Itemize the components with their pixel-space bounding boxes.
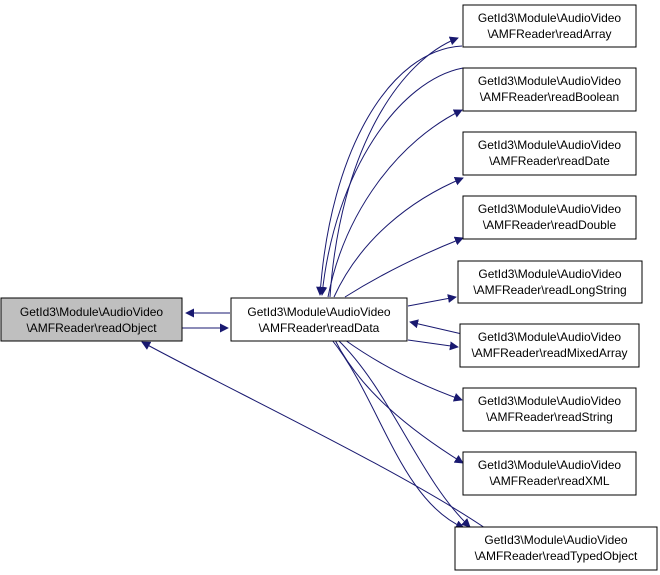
node-readdouble[interactable]: GetId3\Module\AudioVideo \AMFReader\read… <box>462 195 637 240</box>
node-label-line2: \AMFReader\readBoolean <box>480 90 619 104</box>
node-label-line2: \AMFReader\readLongString <box>473 283 626 297</box>
edge-readdata-to-readdate <box>333 176 464 298</box>
node-box <box>462 4 637 48</box>
node-readxml[interactable]: GetId3\Module\AudioVideo \AMFReader\read… <box>462 451 637 496</box>
node-label-line2: \AMFReader\readMixedArray <box>471 346 627 360</box>
edge-readboolean-to-readdata <box>318 67 464 296</box>
node-box <box>462 131 637 176</box>
edge-readdata-to-readstring <box>344 339 463 402</box>
node-readdata[interactable]: GetId3\Module\AudioVideo \AMFReader\read… <box>230 297 408 342</box>
node-label-line1: GetId3\Module\AudioVideo <box>247 305 391 319</box>
node-label-line2: \AMFReader\readTypedObject <box>475 549 638 563</box>
node-label-line1: GetId3\Module\AudioVideo <box>478 394 622 408</box>
node-label-line2: \AMFReader\readArray <box>487 27 611 41</box>
edge-readdata-to-readxml <box>334 339 464 464</box>
edge-readmixedarray-to-readdata <box>409 319 463 335</box>
edge-readdata-to-readlongstring <box>407 294 457 307</box>
node-label-line2: \AMFReader\readString <box>486 410 613 424</box>
edge-readdata-to-readdouble <box>344 236 464 298</box>
node-box <box>230 297 408 342</box>
edge-readtypedobject-to-readobject <box>141 341 489 531</box>
node-label-line2: \AMFReader\readDate <box>489 154 610 168</box>
edge-readdata-to-readtypedobject-2 <box>331 339 465 529</box>
node-label-line1: GetId3\Module\AudioVideo <box>478 330 622 344</box>
node-box <box>462 67 637 112</box>
node-label-line1: GetId3\Module\AudioVideo <box>478 11 622 25</box>
node-label-line1: GetId3\Module\AudioVideo <box>484 533 628 547</box>
edge-readdata-to-readtypedobject <box>337 339 471 528</box>
edge-readdata-to-readmixedarray <box>407 339 459 351</box>
node-box <box>462 195 637 240</box>
node-label-line2: \AMFReader\readDouble <box>483 218 617 232</box>
node-label-line1: GetId3\Module\AudioVideo <box>478 267 622 281</box>
edge-readdata-to-readboolean <box>327 109 463 298</box>
node-readstring[interactable]: GetId3\Module\AudioVideo \AMFReader\read… <box>462 387 637 432</box>
node-label-line2: \AMFReader\readData <box>259 321 380 335</box>
edges <box>141 36 489 531</box>
node-readarray[interactable]: GetId3\Module\AudioVideo \AMFReader\read… <box>462 4 637 48</box>
node-label-line1: GetId3\Module\AudioVideo <box>478 138 622 152</box>
node-label-line1: GetId3\Module\AudioVideo <box>478 202 622 216</box>
node-box <box>0 297 183 342</box>
edge-readdata-to-readarray <box>329 36 459 298</box>
node-label-line1: GetId3\Module\AudioVideo <box>478 458 622 472</box>
node-readobject[interactable]: GetId3\Module\AudioVideo \AMFReader\read… <box>0 297 183 342</box>
edge-readarray-to-readdata <box>316 45 463 296</box>
node-readboolean[interactable]: GetId3\Module\AudioVideo \AMFReader\read… <box>462 67 637 112</box>
node-box <box>459 323 640 368</box>
node-label-line1: GetId3\Module\AudioVideo <box>478 74 622 88</box>
node-readlongstring[interactable]: GetId3\Module\AudioVideo \AMFReader\read… <box>457 260 643 304</box>
node-box <box>454 526 658 571</box>
node-readmixedarray[interactable]: GetId3\Module\AudioVideo \AMFReader\read… <box>459 323 640 368</box>
node-label-line2: \AMFReader\readXML <box>489 474 609 488</box>
node-box <box>462 451 637 496</box>
node-label-line2: \AMFReader\readObject <box>26 321 157 335</box>
node-readtypedobject[interactable]: GetId3\Module\AudioVideo \AMFReader\read… <box>454 526 658 571</box>
node-box <box>462 387 637 432</box>
node-box <box>457 260 643 304</box>
node-label-line1: GetId3\Module\AudioVideo <box>20 305 164 319</box>
node-readdate[interactable]: GetId3\Module\AudioVideo \AMFReader\read… <box>462 131 637 176</box>
